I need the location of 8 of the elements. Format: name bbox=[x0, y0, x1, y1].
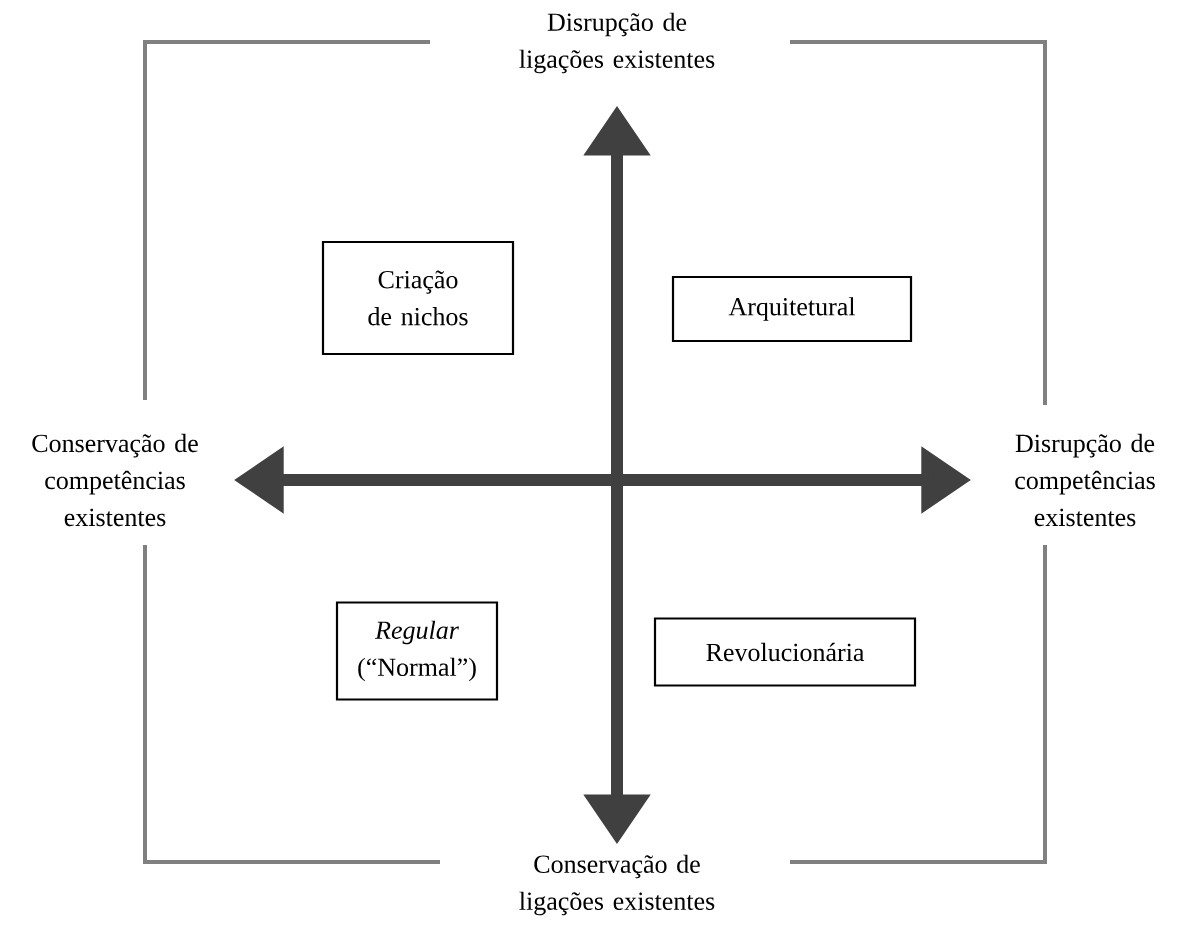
quadrant-box: Criação de nichos bbox=[321, 240, 515, 356]
quadrant-box: Regular (“Normal”) bbox=[335, 601, 499, 701]
quadrant-box: Arquitetural bbox=[671, 275, 913, 343]
axis-label: Conservação de competências existentes bbox=[32, 433, 198, 527]
axis-label: Disrupção de competências existentes bbox=[1015, 433, 1155, 527]
quadrant-box: Revolucionária bbox=[653, 617, 917, 687]
axis-label: Conservação de ligações existentes bbox=[519, 854, 715, 916]
axis-label: Disrupção de ligações existentes bbox=[519, 12, 715, 74]
